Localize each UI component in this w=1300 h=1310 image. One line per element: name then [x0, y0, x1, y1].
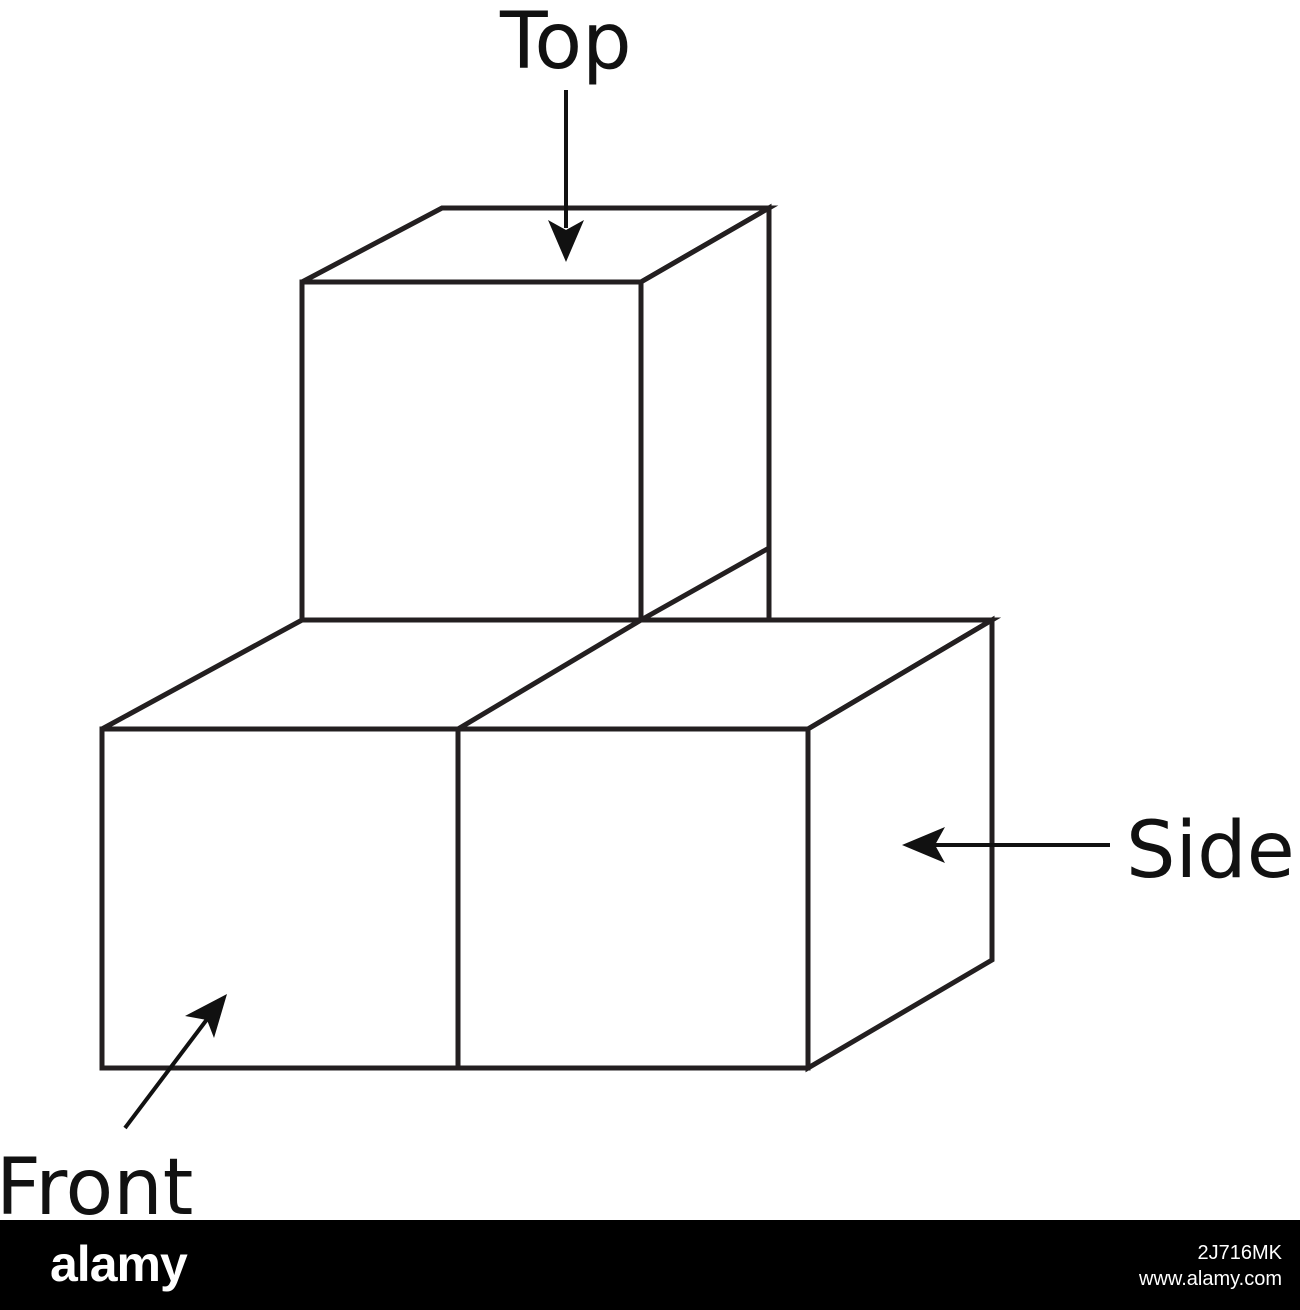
- front-arrow: [123, 994, 227, 1130]
- lower-cubes: [99, 615, 1002, 1073]
- top-arrow: [548, 90, 584, 262]
- upper-cube: [299, 203, 779, 623]
- label-top: Top: [499, 0, 632, 87]
- label-side: Side: [1126, 806, 1295, 896]
- lower-right-cube-front-face: [455, 726, 811, 1071]
- lower-left-cube-front-face: [99, 726, 461, 1071]
- image-id: 2J716MK: [1197, 1242, 1283, 1264]
- side-arrow: [902, 827, 1110, 863]
- upper-cube-seam-edge: [639, 545, 771, 623]
- cube-stack-diagram: Top Side Front: [0, 0, 1295, 1220]
- watermark-meta: 2J716MK www.alamy.com: [1139, 1240, 1282, 1292]
- upper-cube-front-face: [299, 279, 644, 623]
- site-url: www.alamy.com: [1139, 1268, 1282, 1290]
- label-front: Front: [0, 1143, 193, 1220]
- watermark-bar: alamy 2J716MK www.alamy.com: [0, 1220, 1300, 1310]
- side-arrow-head: [902, 827, 945, 863]
- lower-cubes-top-divider: [456, 617, 643, 732]
- alamy-logo: alamy: [50, 1236, 188, 1292]
- top-arrow-head: [548, 220, 584, 262]
- front-arrow-head: [185, 994, 227, 1038]
- front-arrow-shaft: [123, 1016, 210, 1130]
